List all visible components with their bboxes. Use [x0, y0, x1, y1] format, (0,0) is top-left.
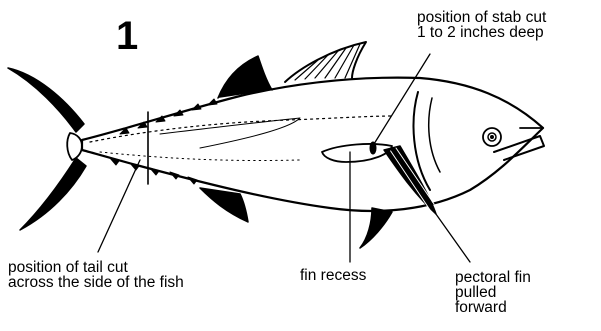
anal-fin [200, 188, 248, 222]
pectoral-fin-label-line3: forward [455, 300, 531, 315]
caudal-fin [8, 68, 86, 230]
leader-stab-cut [374, 54, 430, 144]
tail-cut-label: position of tail cut across the side of … [8, 260, 184, 290]
pelvic-fin [360, 208, 392, 248]
pectoral-fin-label-line1: pectoral fin [455, 270, 531, 285]
leader-tail-cut [98, 160, 140, 252]
stab-cut-label: position of stab cut 1 to 2 inches deep [417, 10, 546, 40]
pectoral-fin-label-line2: pulled [455, 285, 531, 300]
fish-body-outline [82, 78, 543, 211]
dorsal-fins [218, 42, 366, 98]
tail-cut-label-line2: across the side of the fish [8, 275, 184, 290]
belly-line [100, 152, 300, 161]
body-shading [160, 118, 300, 148]
stab-cut-label-line1: position of stab cut [417, 10, 546, 25]
step-number: 1 [116, 16, 138, 56]
fish-head [414, 92, 544, 190]
lateral-line [90, 116, 394, 142]
stab-cut-label-line2: 1 to 2 inches deep [417, 25, 546, 40]
stab-cut-mark [370, 142, 376, 154]
fin-recess-outline [322, 144, 392, 162]
tail-cut-label-line1: position of tail cut [8, 260, 184, 275]
fin-recess-label: fin recess [300, 268, 366, 283]
leader-pectoral-fin [426, 200, 470, 262]
pectoral-fin-label: pectoral fin pulled forward [455, 270, 531, 315]
